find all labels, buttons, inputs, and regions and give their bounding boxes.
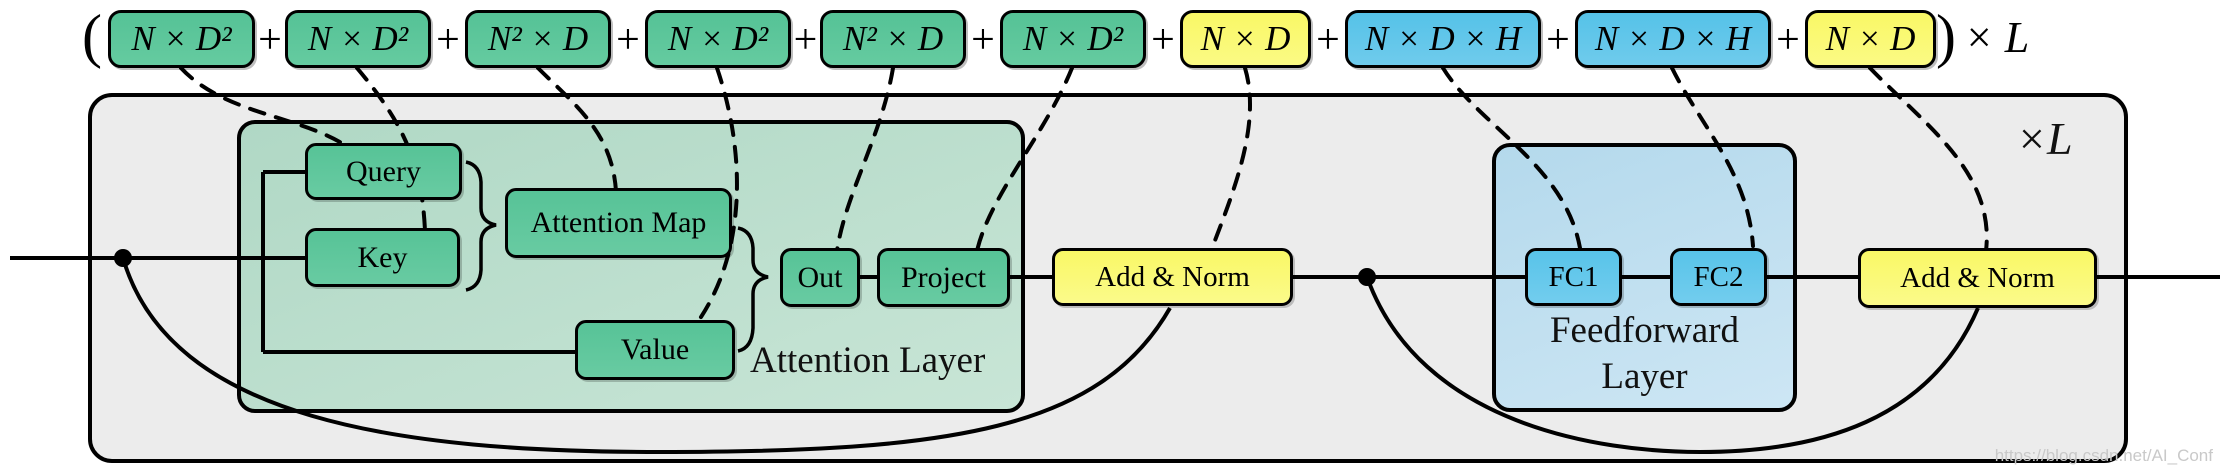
term-addnorm1-cost: N × D <box>1180 10 1311 68</box>
residual-skip-1 <box>121 257 1172 455</box>
feedforward-label-line1: Feedforward <box>1549 310 1740 351</box>
value-box: Value <box>575 320 735 380</box>
add-norm-1-box: Add & Norm <box>1052 248 1293 306</box>
residual-junction-dot-1 <box>114 249 132 267</box>
term-query-cost: N × D² <box>108 10 255 68</box>
dash-term1-to-query <box>179 66 350 149</box>
plus-sign: + <box>258 17 282 63</box>
attention-map-box: Attention Map <box>505 188 732 258</box>
project-box: Project <box>877 248 1010 307</box>
plus-sign: + <box>971 17 995 63</box>
dash-term7-to-addnorm1 <box>1209 66 1253 253</box>
formula-open-paren: ( <box>82 3 102 69</box>
term-fc1-cost: N × D × H <box>1345 10 1541 68</box>
dash-term10-to-addnorm2 <box>1868 66 1989 253</box>
term-value-cost: N × D² <box>645 10 791 68</box>
term-fc2-cost: N × D × H <box>1575 10 1771 68</box>
dash-term9-to-fc2 <box>1670 66 1755 248</box>
residual-skip-2 <box>1365 276 1980 455</box>
residual-junction-dot-2 <box>1358 268 1376 286</box>
feedforward-layer-label: Feedforward Layer <box>1492 308 1797 400</box>
dash-term5-to-out <box>835 66 895 253</box>
term-key-cost: N × D² <box>285 10 431 68</box>
out-box: Out <box>780 248 860 307</box>
query-box: Query <box>305 143 462 200</box>
feedforward-label-line2: Layer <box>1601 356 1688 397</box>
plus-sign: + <box>616 17 640 63</box>
watermark-url: https://blog.csdn.net/AI_Conf <box>1994 446 2213 465</box>
plus-sign: + <box>793 17 818 63</box>
attention-layer-label: Attention Layer <box>750 340 986 381</box>
add-norm-2-box: Add & Norm <box>1858 248 2097 308</box>
key-box: Key <box>305 228 460 287</box>
fc1-box: FC1 <box>1525 248 1622 306</box>
loop-count-label: ×L <box>2016 113 2073 164</box>
fc2-box: FC2 <box>1670 248 1767 306</box>
plus-sign: + <box>1776 17 1800 63</box>
query-key-brace <box>465 160 497 292</box>
plus-sign: + <box>1151 17 1175 63</box>
dash-term3-to-attention-map <box>536 66 618 193</box>
formula-times-L: × L <box>1964 13 2030 62</box>
plus-sign: + <box>436 17 460 63</box>
term-out-cost: N² × D <box>820 10 966 68</box>
attnmap-value-brace <box>737 226 769 353</box>
plus-sign: + <box>1316 17 1340 63</box>
plus-sign: + <box>1546 17 1570 63</box>
dash-term8-to-fc1 <box>1441 66 1582 250</box>
dash-term4-to-value <box>695 66 739 325</box>
formula-close-paren: ) <box>1936 3 1956 69</box>
dash-term6-to-project <box>975 66 1074 253</box>
